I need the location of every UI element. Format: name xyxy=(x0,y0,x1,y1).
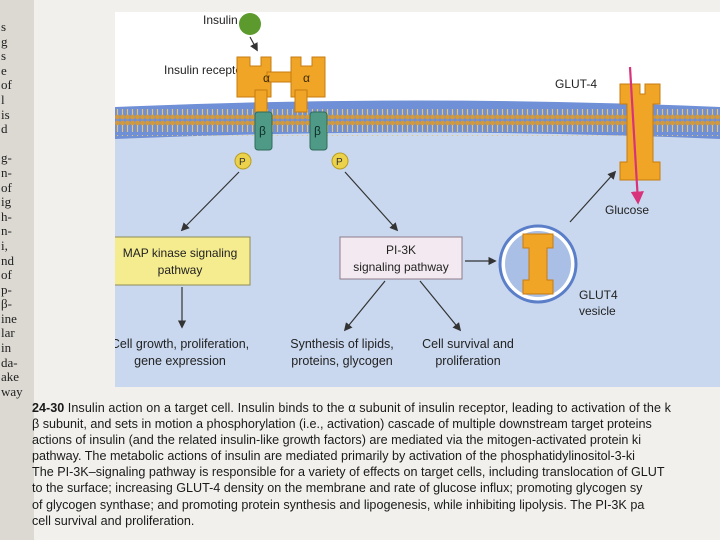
outcome-growth-line2: gene expression xyxy=(134,354,226,368)
margin-fragment: da- xyxy=(0,356,34,371)
insulin-signaling-diagram: Insulin Insulin receptor α α β β P xyxy=(115,12,720,387)
caption-line: β subunit, and sets in motion a phosphor… xyxy=(32,416,720,432)
margin-fragment: s xyxy=(0,49,34,64)
margin-fragment: n- xyxy=(0,166,34,181)
margin-fragment: lar xyxy=(0,326,34,341)
pi3k-box-line2: signaling pathway xyxy=(353,260,448,274)
phosphate-label-right: P xyxy=(336,157,343,168)
margin-fragment: of xyxy=(0,268,34,283)
caption-line: to the surface; increasing GLUT-4 densit… xyxy=(32,480,720,496)
caption-text-0: Insulin action on a target cell. Insulin… xyxy=(68,401,671,415)
glut4-vesicle xyxy=(500,226,576,302)
glut4-label: GLUT-4 xyxy=(555,77,597,91)
vesicle-label-line1: GLUT4 xyxy=(579,288,618,302)
outcome-synthesis-line1: Synthesis of lipids, xyxy=(290,337,394,351)
margin-fragment: p- xyxy=(0,283,34,298)
margin-fragment: ig xyxy=(0,195,34,210)
margin-fragment: d xyxy=(0,122,34,137)
margin-fragment: β- xyxy=(0,297,34,312)
margin-fragment: is xyxy=(0,108,34,123)
outcome-synthesis-line2: proteins, glycogen xyxy=(291,354,393,368)
figure-panel: Insulin Insulin receptor α α β β P xyxy=(115,12,720,387)
phosphate-label-left: P xyxy=(239,157,246,168)
margin-fragment: e xyxy=(0,64,34,79)
caption-line: actions of insulin (and the related insu… xyxy=(32,432,720,448)
insulin-binding-arrow xyxy=(250,37,257,50)
margin-fragment: of xyxy=(0,78,34,93)
pi3k-box-line1: PI-3K xyxy=(386,243,416,257)
margin-fragment: g xyxy=(0,35,34,50)
margin-fragment: i, xyxy=(0,239,34,254)
margin-fragment: g- xyxy=(0,151,34,166)
vesicle-label-line2: vesicle xyxy=(579,304,616,318)
figure-caption: 24-30 Insulin action on a target cell. I… xyxy=(32,400,720,540)
map-box-line1: MAP kinase signaling xyxy=(123,246,238,260)
receptor-label: Insulin receptor xyxy=(164,63,246,77)
margin-fragment: in xyxy=(0,341,34,356)
margin-fragment: s xyxy=(0,20,34,35)
margin-fragment: of xyxy=(0,181,34,196)
margin-fragment xyxy=(0,137,34,152)
outcome-growth-line1: Cell growth, proliferation, xyxy=(115,337,249,351)
outcome-survival-line2: proliferation xyxy=(435,354,500,368)
caption-line: The PI-3K–signaling pathway is responsib… xyxy=(32,464,720,480)
beta-label-left: β xyxy=(259,124,266,138)
map-kinase-box xyxy=(115,237,250,285)
margin-fragment: h- xyxy=(0,210,34,225)
map-box-line2: pathway xyxy=(158,263,203,277)
glucose-label: Glucose xyxy=(605,203,649,217)
insulin-molecule xyxy=(239,13,261,35)
outcome-survival-line1: Cell survival and xyxy=(422,337,514,351)
alpha-label-right: α xyxy=(303,71,310,85)
caption-line: pathway. The metabolic actions of insuli… xyxy=(32,448,720,464)
beta-label-right: β xyxy=(314,124,321,138)
insulin-label: Insulin xyxy=(203,13,238,27)
caption-line: of glycogen synthase; and promoting prot… xyxy=(32,497,720,513)
margin-fragment: l xyxy=(0,93,34,108)
alpha-label-left: α xyxy=(263,71,270,85)
figure-number: 24-30 xyxy=(32,401,64,415)
margin-fragment: nd xyxy=(0,254,34,269)
margin-fragment: n- xyxy=(0,224,34,239)
margin-fragment: way xyxy=(0,385,34,400)
margin-fragment: ake xyxy=(0,370,34,385)
caption-line: 24-30 Insulin action on a target cell. I… xyxy=(32,400,720,416)
caption-line: cell survival and proliferation. xyxy=(32,513,720,529)
margin-fragment: ine xyxy=(0,312,34,327)
